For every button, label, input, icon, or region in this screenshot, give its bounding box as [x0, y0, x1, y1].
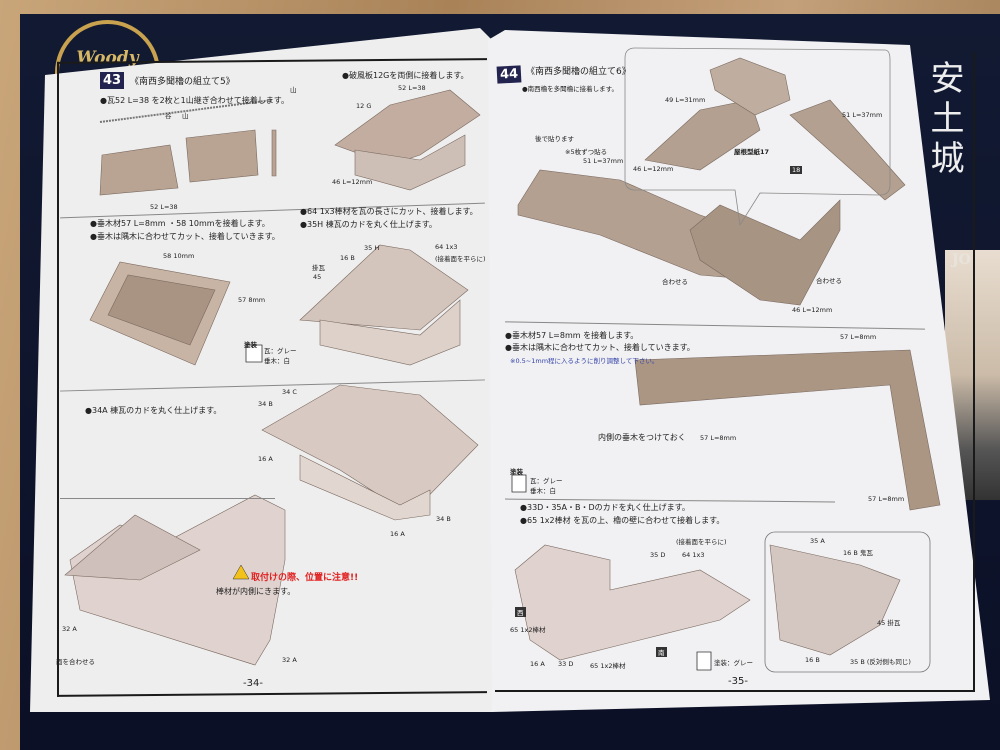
part-label: 45 掛瓦: [877, 619, 901, 627]
part-label: 57 L=8mm: [868, 495, 905, 503]
part-label: 65 1x2棒材: [510, 626, 546, 634]
instruction: ●65 1x2棒材 を瓦の上、櫓の壁に合わせて接着します。: [520, 516, 725, 525]
part-label: 34 C: [282, 388, 297, 396]
part-label: 32 A: [282, 656, 297, 664]
note: 合わせる: [662, 278, 688, 286]
part-label: 57 L=8mm: [840, 333, 877, 341]
instruction: ●垂木材57 L=8mm ・58 10mmを接着します。: [90, 219, 270, 228]
box-side-subtitle: JO: [952, 252, 971, 268]
part-label: 46 L=12mm: [633, 165, 674, 173]
part-label: 16 A: [530, 660, 545, 668]
part-label: 65 1x2棒材: [590, 662, 626, 670]
paint-label: 塗装: [510, 468, 523, 476]
instruction: ●垂木材57 L=8mm を接着します。: [505, 331, 639, 340]
part-label: 16 B: [340, 254, 355, 262]
part-note: (接着面を平らに): [676, 538, 727, 546]
step-title: 《南西多聞櫓の組立て6》: [526, 67, 631, 77]
part-label: 64 1x3: [682, 551, 705, 559]
instruction: ●35H 棟瓦のカドを丸く仕上げます。: [300, 220, 437, 229]
part-label: 51 L=37mm: [842, 111, 883, 119]
part-label: 32 A: [62, 625, 77, 633]
instruction: ●34A 棟瓦のカドを丸く仕上げます。: [85, 406, 222, 415]
part-label: 45: [313, 273, 322, 281]
note: 合わせる: [816, 277, 842, 285]
warning-text: 取付けの際、位置に注意!!: [251, 573, 359, 583]
part-label: 35 D: [650, 551, 666, 559]
part-label: 58 10mm: [163, 252, 195, 260]
part-label: 33 D: [558, 660, 574, 668]
part-label: 52 L=38: [150, 203, 178, 211]
direction-south: 南: [656, 647, 667, 657]
part-label: 16 A: [258, 455, 273, 463]
box-side-title: 安土城: [924, 60, 964, 180]
instruction: ●垂木は隅木に合わせてカット、接着していきます。: [90, 232, 280, 241]
right-page-frame: [495, 52, 975, 692]
part-label: 35 A: [810, 537, 825, 545]
part-label: 57 L=8mm: [700, 434, 737, 442]
part-label: 49 L=31mm: [665, 96, 706, 104]
paint-tile-color: 瓦：グレー: [264, 347, 297, 355]
part-label: 46 L=12mm: [332, 178, 373, 186]
step-number-badge: 44: [496, 65, 522, 84]
part-label: 16 B: [805, 656, 820, 664]
part-label: 屋根型紙17: [734, 148, 770, 156]
part-label: 64 1x3: [435, 243, 458, 251]
part-label: 51 L=37mm: [583, 157, 624, 165]
instruction: ●33D・35A・B・Dのカドを丸く仕上げます。: [520, 503, 690, 512]
left-page-frame: [57, 58, 487, 697]
step-title: 《南西多聞櫓の組立て5》: [130, 77, 235, 87]
note: ※0.5~1mm程に入るように削り調整して下さい。: [510, 357, 659, 365]
part-label: 35 B (反対側も同じ): [850, 658, 911, 666]
part-label: 12 G: [356, 102, 372, 110]
paint-tile-color: 瓦：グレー: [530, 477, 563, 485]
label-valley: 谷: [165, 112, 172, 120]
step-number-badge: 43: [100, 72, 125, 89]
label-ridge: 山: [290, 86, 297, 94]
instruction: ●瓦52 L=38 を2枚と1山継ぎ合わせて接着します。: [100, 96, 289, 105]
part-label: 16 A: [390, 530, 405, 538]
part-label: 34 B: [436, 515, 451, 523]
note: 内側の垂木をつけておく: [598, 433, 686, 442]
note: 面を合わせる: [56, 658, 95, 666]
note: 後で貼ります: [535, 135, 574, 143]
paint-label: 塗装: [244, 341, 257, 349]
section-divider: [60, 498, 275, 499]
paint-rafter-color: 垂木：白: [264, 357, 290, 365]
part-label: 52 L=38: [398, 84, 426, 92]
part-label: 16 B 鬼瓦: [843, 549, 873, 557]
instruction: ●破風板12Gを両側に接着します。: [342, 71, 469, 80]
direction-west: 西: [515, 607, 526, 617]
paint-rafter-color: 垂木：白: [530, 487, 556, 495]
page-number: -35-: [725, 676, 751, 687]
instruction: ●南西櫓を多聞櫓に接着します。: [522, 85, 619, 93]
note: ※5枚ずつ貼る: [565, 148, 608, 156]
part-label: 18: [790, 166, 803, 174]
part-label: 掛瓦: [312, 264, 325, 272]
label-ridge: 山: [182, 112, 189, 120]
part-label: 35 H: [364, 244, 380, 252]
instruction: ●垂木は隅木に合わせてカット、接着していきます。: [505, 343, 695, 352]
part-note: (接着面を平らに): [435, 255, 486, 263]
part-label: 46 L=12mm: [792, 306, 833, 314]
part-label: 57 8mm: [238, 296, 266, 304]
paint-label: 塗装：グレー: [714, 659, 753, 667]
instruction: ●64 1x3棒材を瓦の長さにカット、接着します。: [300, 207, 478, 216]
part-label: 34 B: [258, 400, 273, 408]
page-number: -34-: [240, 678, 266, 689]
note: 棒材が内側にきます。: [216, 587, 296, 596]
